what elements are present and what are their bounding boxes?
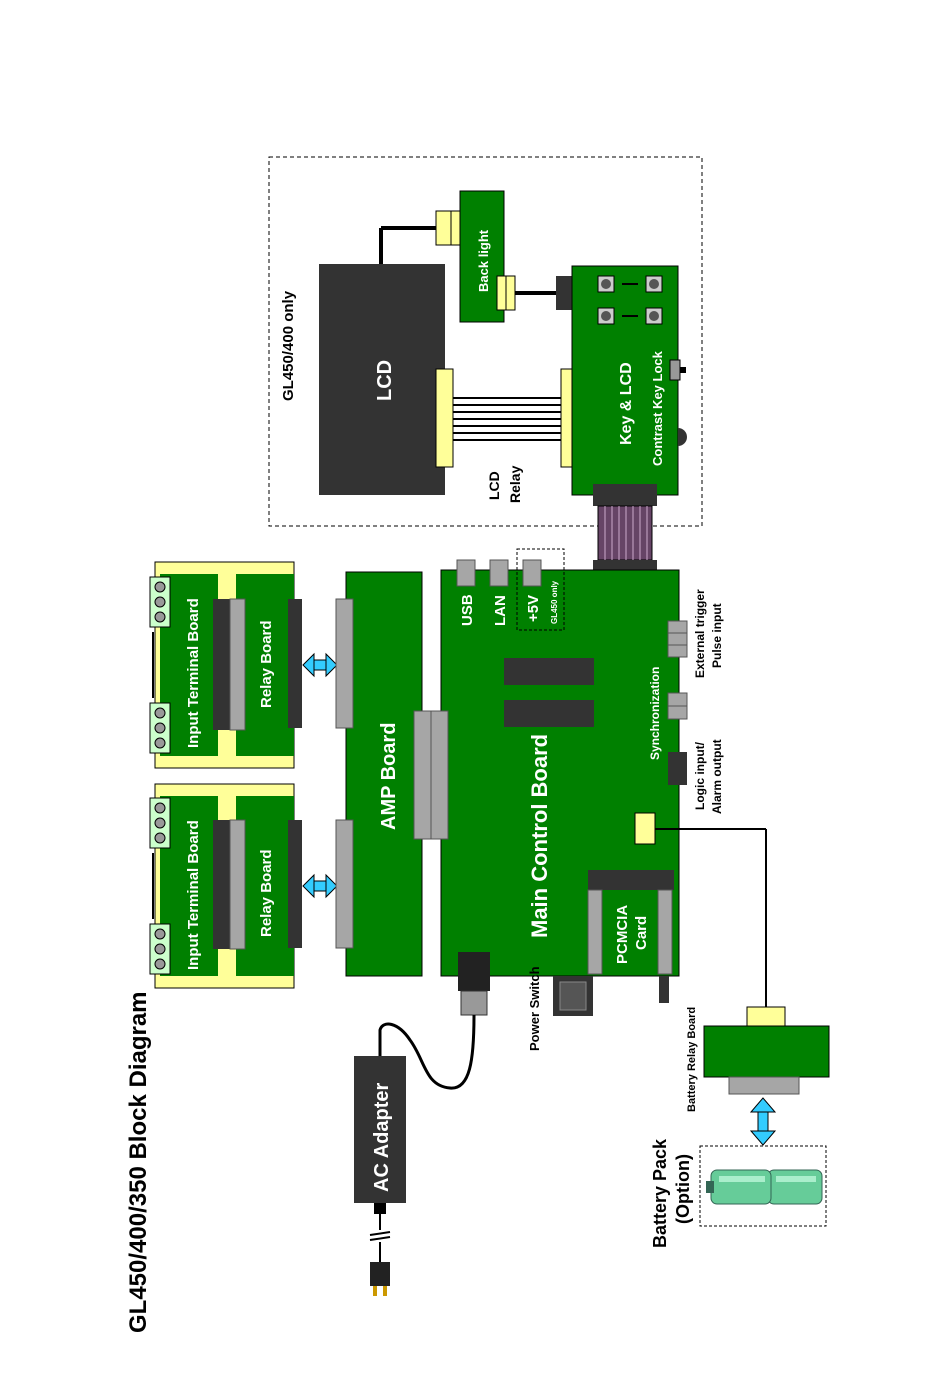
pcmcia-card-tab [659,976,669,1003]
battery-relay-board-label: Battery Relay Board [686,1007,698,1112]
power-switch-label: Power Switch [527,966,542,1051]
key-main-connector [593,484,657,506]
battery-arrow [749,1097,777,1146]
battery-pack-label-1: Battery Pack [650,1138,670,1248]
relay-amp-arrow [302,873,338,899]
ac-adapter-label: AC Adapter [371,1083,393,1192]
gl450-400-region [268,156,703,527]
synchronization-label: Synchronization [648,667,662,760]
key-button [645,307,663,325]
lcd-label: LCD [374,360,396,401]
main-control-board-label: Main Control Board [527,734,552,938]
logic-label-2: Alarm output [710,739,724,814]
plus5v-label: +5V [525,595,542,622]
usb-label: USB [459,594,476,626]
relay-amp-connector [288,820,302,948]
terminal-block [149,576,171,628]
pcmcia-slot [588,870,674,890]
lan-port [489,559,509,587]
battery-relay-board-connector [746,1006,786,1027]
main-key-ribbon [597,505,653,561]
relay-board [236,796,294,976]
battery-relay-board-connector [728,1076,800,1095]
external-trigger-connector [667,620,688,658]
battery-cell [767,1169,823,1205]
external-trigger-label-1: External trigger [693,589,707,678]
amp-board-label: AMP Board [378,723,400,830]
amp-relay-connector [335,598,354,729]
amp-main-connector [413,710,432,840]
power-switch-rocker [559,981,587,1011]
dc-plug [460,990,488,1016]
key-button [597,275,615,293]
ac-adapter [354,1056,406,1203]
terminal-block [149,797,171,849]
lcd-relay-ribbon [453,397,561,441]
relay-connector [229,819,246,950]
relay-connector [213,599,230,730]
battery-pack-label-2: (Option) [673,1154,693,1224]
lcd-relay-label-2: Relay [507,465,523,503]
gl450-only-region [516,548,565,631]
lcd-panel [319,264,445,495]
pcmcia-label-2: Card [633,916,650,950]
terminal-block [149,923,171,975]
ac-cord-break [369,1231,391,1236]
input-terminal-board-label: Input Terminal Board [185,820,202,970]
adapter-cable [378,1014,476,1090]
chip [504,700,594,727]
battery-connector [634,812,656,845]
contrast-keylock-label: Contrast Key Lock [650,350,665,466]
usb-port [456,559,476,587]
diagram-title: GL450/400/350 Block Diagram [125,991,152,1333]
relay-connector [229,598,246,731]
battery-cell [706,1169,772,1205]
external-trigger-label-2: Pulse input [710,603,724,668]
logic-connector [668,752,687,785]
ac-plug-prong [373,1286,377,1296]
pcmcia-label-1: PCMCIA [614,905,631,964]
battery-pack-region [699,1145,827,1227]
ac-cord-break [369,1236,391,1241]
main-control-board [440,569,680,977]
backlight-label: Back light [476,229,491,292]
amp-main-connector [430,710,449,840]
gl450-only-small-label: GL450 only [550,580,559,624]
relay-amp-arrow [302,652,338,678]
pcmcia-slot-rail [657,889,673,975]
ac-plug-stub [374,1203,386,1214]
key-button [597,307,615,325]
relay-amp-connector [288,599,302,728]
key-lcd-board [571,265,679,496]
gl450-400-only-label: GL450/400 only [280,290,297,401]
contrast-knob [678,428,687,446]
terminal-block [149,702,171,754]
relay-board-label: Relay Board [258,620,275,708]
input-terminal-board-label: Input Terminal Board [185,598,202,748]
relay-connector [213,820,230,949]
lan-label: LAN [492,595,509,626]
key-button [645,275,663,293]
relay-board-label: Relay Board [258,849,275,937]
lcd-relay-label-1: LCD [486,471,502,500]
key-lcd-label: Key & LCD [618,362,635,445]
key-lock-switch [669,359,681,381]
ac-plug [370,1262,390,1286]
chip [504,658,594,685]
lcd-relay-connector [435,368,454,468]
relay-board [236,574,294,756]
logic-label-1: Logic input/ [693,741,707,810]
dc-jack [458,952,490,991]
main-key-ribbon-lines [604,506,648,560]
plus5v-port [522,559,542,587]
amp-relay-connector [335,819,354,949]
ac-plug-prong [383,1286,387,1296]
key-lock-switch-tab [680,367,686,373]
pcmcia-slot-rail [587,889,603,975]
battery-relay-board [703,1025,830,1078]
